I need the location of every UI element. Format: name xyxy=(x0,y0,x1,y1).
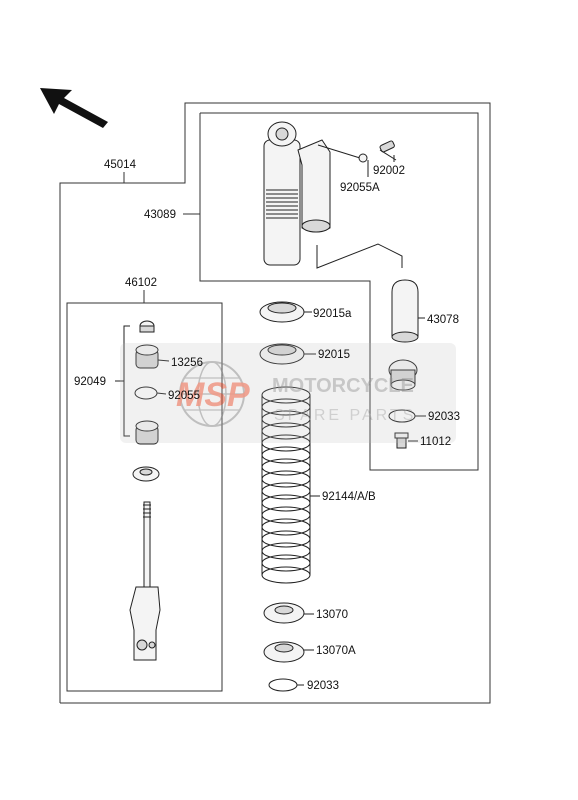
leader-lines xyxy=(156,155,426,686)
label-adjuster-nut: 92015 xyxy=(318,349,350,361)
rod-seal-part xyxy=(132,466,160,482)
hose-connector xyxy=(316,243,403,269)
label-seat-a: 13070A xyxy=(316,645,356,657)
label-adjuster-top: 92015a xyxy=(313,308,352,320)
label-cap-bolt: 92002 xyxy=(373,165,405,177)
circlip-lower-part xyxy=(268,678,298,692)
label-assembly: 45014 xyxy=(104,159,137,171)
bushing-part xyxy=(135,344,159,369)
label-oring: 92055 xyxy=(168,390,200,402)
front-direction-arrow-icon xyxy=(40,88,108,128)
reservoir-cap-part xyxy=(388,359,418,391)
shock-body-part xyxy=(263,121,361,266)
spring-seat-a-part xyxy=(263,641,305,663)
label-valve: 11012 xyxy=(420,436,451,448)
piston-rod-part xyxy=(129,501,161,661)
label-seat: 13070 xyxy=(316,609,348,621)
label-reservoir-bladder: 43078 xyxy=(427,314,459,326)
spring-part xyxy=(261,386,311,584)
small-oring-part xyxy=(358,153,368,163)
label-circlip-lower: 92033 xyxy=(307,680,339,692)
assembly-frame xyxy=(59,102,491,704)
label-spring: 92144/A/B xyxy=(322,491,376,503)
adjuster-top-part xyxy=(259,301,305,323)
label-oring-small: 92055A xyxy=(340,182,380,194)
watermark-line1: MOTORCYCLE xyxy=(272,375,414,397)
watermark-line2: SPARE PARTS xyxy=(274,407,416,424)
watermark: MSP MOTORCYCLE SPARE PARTS xyxy=(120,343,456,443)
label-bushing: 13256 xyxy=(171,357,203,369)
label-reservoir-assy: 43089 xyxy=(144,209,176,221)
bushing-lower-part xyxy=(135,420,159,445)
reservoir-frame xyxy=(199,112,479,471)
label-rod-assy: 46102 xyxy=(125,277,157,289)
watermark-logo: MSP xyxy=(176,376,250,414)
label-bushing-kit: 92049 xyxy=(74,376,106,388)
label-circlip-upper: 92033 xyxy=(428,411,460,423)
reservoir-bladder-part xyxy=(391,279,419,343)
valve-part xyxy=(394,432,409,449)
bushing-top-part xyxy=(139,320,155,333)
spring-seat-part xyxy=(263,602,305,624)
cap-bolt-part xyxy=(379,140,397,161)
